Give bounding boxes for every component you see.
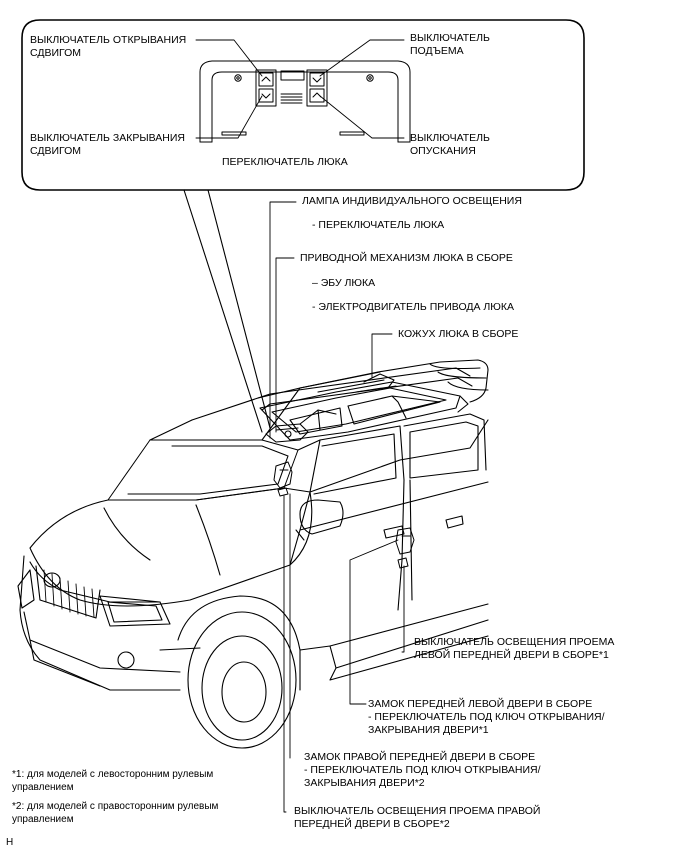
switch-panel-right	[306, 69, 328, 107]
label-tilt-down-switch: ВЫКЛЮЧАТЕЛЬ ОПУСКАНИЯ	[410, 132, 490, 157]
label-right-door-lock-sub: - ПЕРЕКЛЮЧАТЕЛЬ ПОД КЛЮЧ ОТКРЫВАНИЯ/ ЗАК…	[304, 764, 541, 789]
console-vent-slots	[280, 93, 303, 104]
label-sunroof-housing: КОЖУХ ЛЮКА В СБОРЕ	[398, 328, 519, 340]
door-lock-parts	[273, 461, 415, 569]
label-sunroof-switch: ПЕРЕКЛЮЧАТЕЛЬ ЛЮКА	[222, 156, 348, 168]
callout-leaders	[269, 201, 405, 813]
switch-panel-left	[255, 69, 277, 107]
sunroof-housing	[259, 373, 469, 441]
grille-bars	[43, 569, 95, 618]
inset-leader-lines	[183, 189, 271, 433]
label-close-slide-switch: ВЫКЛЮЧАТЕЛЬ ЗАКРЫВАНИЯ СДВИГОМ	[30, 132, 185, 157]
inset-label-leaders	[195, 39, 405, 139]
label-drive-gear-motor: - ЭЛЕКТРОДВИГАТЕЛЬ ПРИВОДА ЛЮКА	[312, 301, 515, 313]
label-open-slide-switch: ВЫКЛЮЧАТЕЛЬ ОТКРЫВАНИЯ СДВИГОМ	[30, 34, 187, 59]
label-drive-gear: ПРИВОДНОЙ МЕХАНИЗМ ЛЮКА В СБОРЕ	[300, 252, 513, 264]
footnote-2: *2: для моделей с правосторонним рулевым…	[12, 801, 219, 825]
label-tilt-up-switch: ВЫКЛЮЧАТЕЛЬ ПОДЪЕМА	[410, 32, 490, 57]
label-right-door-lock: ЗАМОК ПРАВОЙ ПЕРЕДНЕЙ ДВЕРИ В СБОРЕ	[304, 751, 536, 763]
corner-mark: H	[6, 837, 14, 848]
label-drive-gear-ecu: – ЭБУ ЛЮКА	[312, 277, 376, 289]
footnote-1: *1: для моделей с левосторонним рулевым …	[12, 769, 214, 793]
label-left-door-lock: ЗАМОК ПЕРЕДНЕЙ ЛЕВОЙ ДВЕРИ В СБОРЕ	[368, 698, 593, 710]
label-left-courtesy-switch: ВЫКЛЮЧАТЕЛЬ ОСВЕЩЕНИЯ ПРОЕМА ЛЕВОЙ ПЕРЕД…	[414, 636, 615, 661]
label-right-courtesy-switch: ВЫКЛЮЧАТЕЛЬ ОСВЕЩЕНИЯ ПРОЕМА ПРАВОЙ ПЕРЕ…	[294, 805, 541, 830]
label-personal-lamp: ЛАМПА ИНДИВИДУАЛЬНОГО ОСВЕЩЕНИЯ	[302, 195, 522, 207]
label-left-door-lock-sub: - ПЕРЕКЛЮЧАТЕЛЬ ПОД КЛЮЧ ОТКРЫВАНИЯ/ ЗАК…	[368, 711, 605, 736]
vehicle	[17, 359, 489, 749]
overhead-console	[199, 60, 411, 143]
label-personal-lamp-sub: - ПЕРЕКЛЮЧАТЕЛЬ ЛЮКА	[312, 219, 445, 231]
inset-box	[21, 19, 585, 191]
